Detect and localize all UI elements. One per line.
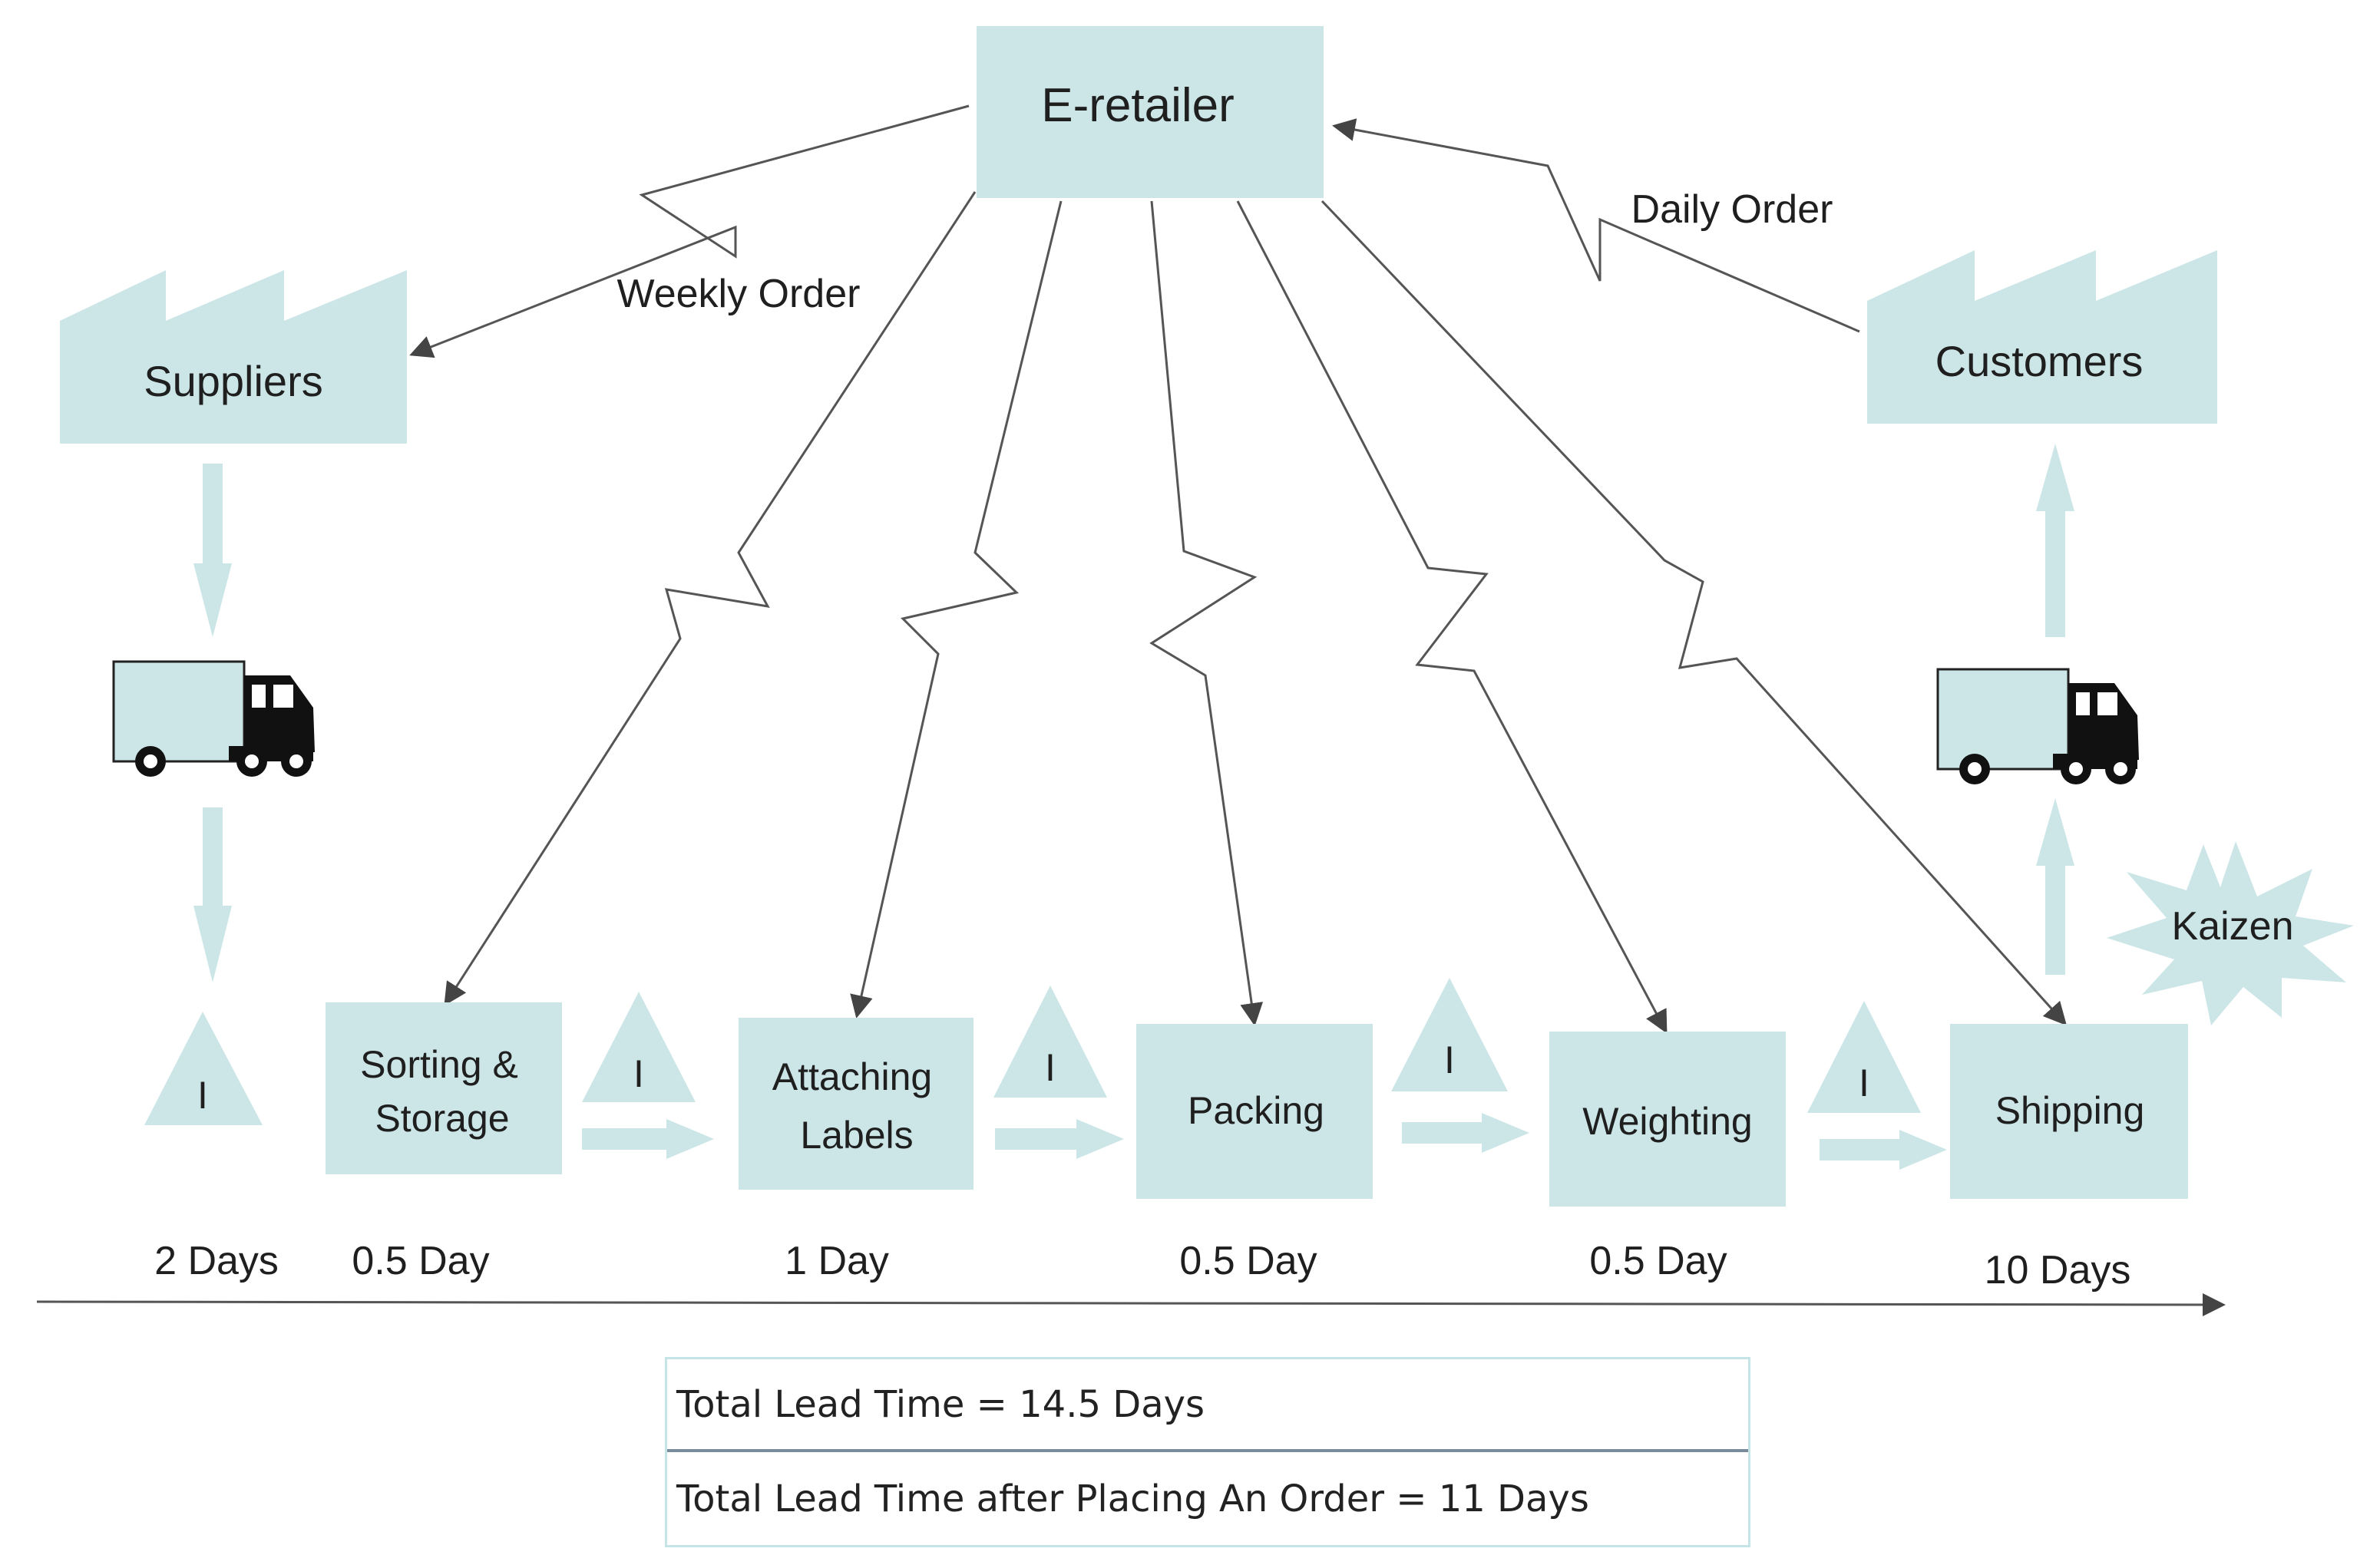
process-label-line2: Storage xyxy=(375,1097,509,1140)
push-arrow-truck-customers xyxy=(2036,444,2074,637)
schedule-flow-attaching xyxy=(850,200,1063,1019)
schedule-flow-packing xyxy=(1149,200,1264,1026)
lead-time-after-order: Total Lead Time after Placing An Order =… xyxy=(676,1477,1589,1520)
inventory-triangle-4: I xyxy=(1391,978,1508,1091)
process-packing: Packing xyxy=(1136,1024,1373,1199)
inventory-label-3: I xyxy=(1045,1046,1056,1089)
kaizen-burst: Kaizen xyxy=(2107,841,2354,1025)
schedule-flow-weighting xyxy=(1236,200,1668,1034)
kaizen-label: Kaizen xyxy=(2172,904,2294,949)
weekly-order-label: Weekly Order xyxy=(617,272,861,316)
inventory-triangle-2: I xyxy=(582,992,696,1102)
process-label-line1: Shipping xyxy=(1995,1089,2145,1132)
inventory-label-2: I xyxy=(633,1052,644,1095)
push-arrow-truck-inventory xyxy=(193,807,232,982)
push-arrow-3 xyxy=(1402,1113,1529,1153)
e-retailer-node: E-retailer xyxy=(977,26,1324,198)
customer-truck-icon xyxy=(1936,668,2140,786)
e-retailer-label: E-retailer xyxy=(1041,79,1235,132)
suppliers-factory: Suppliers xyxy=(60,270,407,444)
push-arrow-1 xyxy=(582,1119,714,1159)
inventory-label-1: I xyxy=(197,1074,208,1117)
process-sorting-storage: Sorting & Storage xyxy=(326,1002,562,1174)
push-arrow-suppliers-truck xyxy=(193,464,232,637)
timeline-label-1: 2 Days xyxy=(154,1239,279,1283)
process-label-line1: Sorting & xyxy=(360,1043,518,1086)
inventory-triangle-1: I xyxy=(144,1012,263,1125)
suppliers-label: Suppliers xyxy=(144,357,322,405)
lead-time-table: Total Lead Time = 14.5 Days Total Lead T… xyxy=(665,1357,1750,1547)
inventory-label-4: I xyxy=(1444,1038,1455,1081)
timeline-label-5: 0.5 Day xyxy=(1589,1239,1727,1283)
inventory-label-5: I xyxy=(1859,1061,1869,1104)
push-arrow-4 xyxy=(1820,1130,1947,1170)
process-label-line1: Weighting xyxy=(1582,1100,1752,1143)
process-shipping: Shipping xyxy=(1950,1024,2188,1199)
total-lead-time: Total Lead Time = 14.5 Days xyxy=(667,1359,1748,1452)
process-label-line1: Packing xyxy=(1188,1089,1324,1132)
process-attaching-labels: Attaching Labels xyxy=(739,1018,973,1190)
timeline-label-6: 10 Days xyxy=(1985,1248,2131,1293)
timeline-label-2: 0.5 Day xyxy=(352,1239,489,1283)
process-weighting: Weighting xyxy=(1549,1032,1786,1207)
timeline-axis xyxy=(36,1293,2226,1316)
customers-label: Customers xyxy=(1935,337,2144,385)
push-arrow-2 xyxy=(995,1119,1124,1159)
inventory-triangle-5: I xyxy=(1807,1001,1921,1113)
schedule-flow-sorting xyxy=(444,191,977,1006)
push-arrow-shipping-truck xyxy=(2036,798,2074,975)
customers-factory: Customers xyxy=(1867,250,2217,424)
daily-order-label: Daily Order xyxy=(1631,187,1833,232)
process-label-line2: Labels xyxy=(800,1114,913,1157)
timeline-label-4: 0.5 Day xyxy=(1179,1239,1317,1283)
daily-order-flow xyxy=(1332,118,1860,333)
supplier-truck-icon xyxy=(112,660,316,778)
process-label-line1: Attaching xyxy=(772,1055,932,1098)
schedule-flow-shipping xyxy=(1321,200,2068,1026)
timeline-label-3: 1 Day xyxy=(785,1239,889,1283)
inventory-triangle-3: I xyxy=(993,985,1107,1098)
weekly-order-flow xyxy=(409,104,970,358)
